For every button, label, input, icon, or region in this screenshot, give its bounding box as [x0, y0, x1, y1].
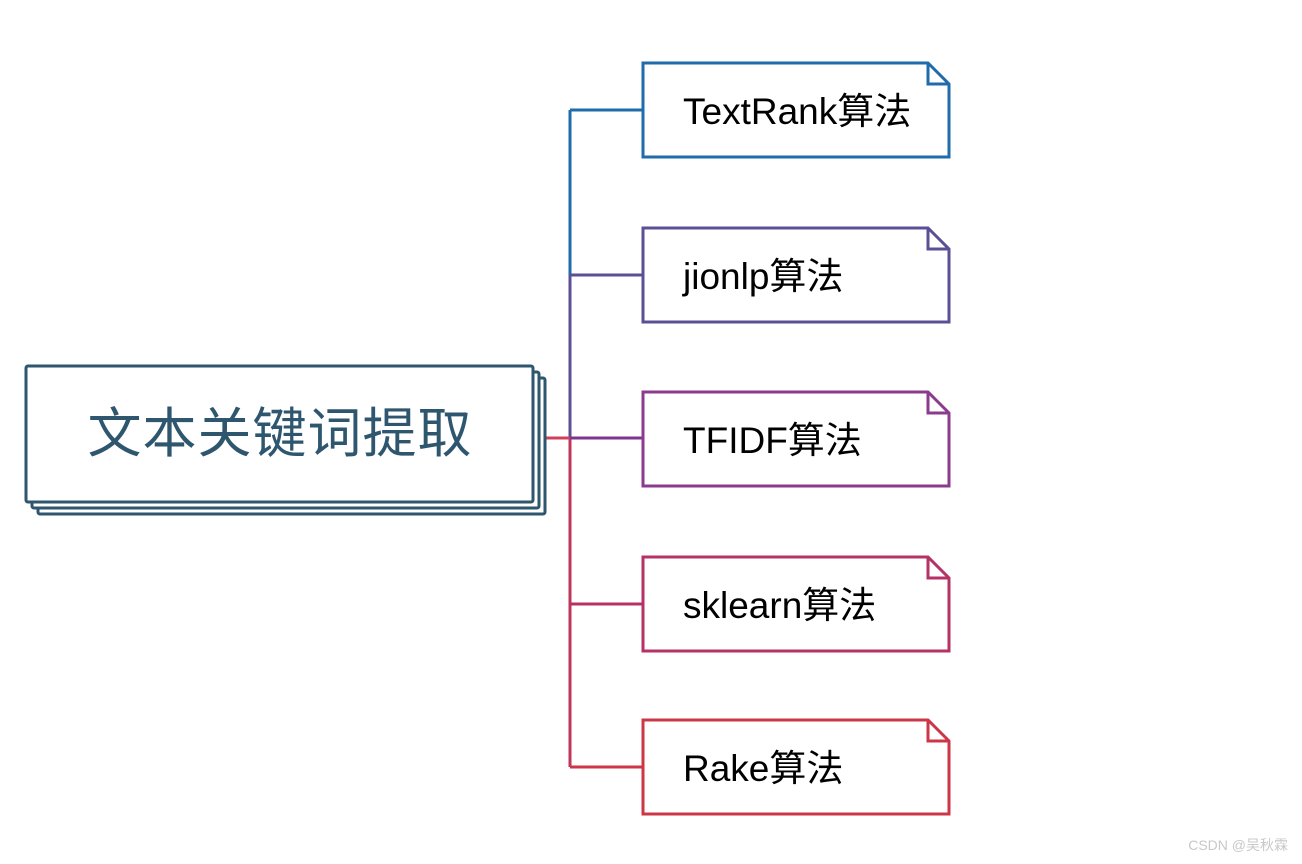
root-node[interactable]: 文本关键词提取 — [24, 364, 547, 516]
branch-node-sklearn[interactable]: sklearn算法 — [641, 555, 951, 653]
branch-label-2: jionlp算法 — [682, 256, 843, 297]
branch-label-5: Rake算法 — [683, 748, 843, 789]
fold-corner-icon-2 — [926, 228, 949, 251]
fold-corner-icon-4 — [926, 557, 949, 580]
branch-node-textrank[interactable]: TextRank算法 — [641, 61, 951, 159]
branch-shape-4 — [641, 555, 951, 653]
branch-shape-5 — [641, 718, 951, 816]
fold-corner-icon-5 — [926, 720, 949, 743]
branch-shape-3 — [641, 390, 951, 488]
branch-node-rake[interactable]: Rake算法 — [641, 718, 951, 816]
connector-group — [545, 108, 643, 769]
branch-label-4: sklearn算法 — [683, 585, 876, 626]
fold-corner-icon-1 — [926, 63, 949, 86]
root-label: 文本关键词提取 — [88, 404, 473, 464]
branch-label-1: TextRank算法 — [683, 91, 911, 132]
watermark: CSDN @吴秋霖 — [1188, 837, 1288, 853]
fold-corner-icon-3 — [926, 392, 949, 415]
branch-label-3: TFIDF算法 — [683, 420, 862, 461]
root-card-front — [24, 364, 535, 504]
branch-node-jionlp[interactable]: jionlp算法 — [641, 226, 951, 324]
branch-shape-2 — [641, 226, 951, 324]
branch-node-tfidf[interactable]: TFIDF算法 — [641, 390, 951, 488]
branch-shape-1 — [641, 61, 951, 159]
